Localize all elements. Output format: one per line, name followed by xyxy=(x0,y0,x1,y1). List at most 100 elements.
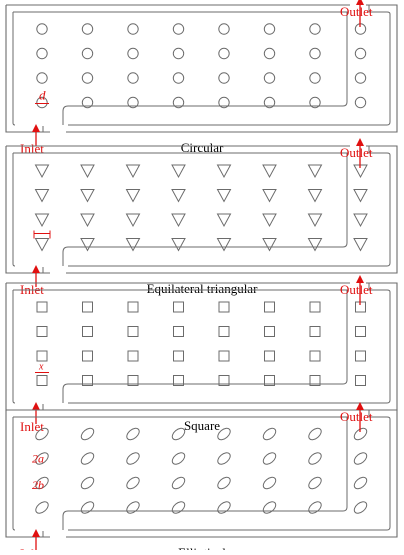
inner-boundary-right xyxy=(68,410,391,531)
pin-fin-circle xyxy=(127,72,139,84)
pin-fin-ellipse xyxy=(126,501,140,514)
pin-fin-circle xyxy=(81,47,94,60)
pin-fin-ellipse xyxy=(308,501,322,514)
pin-fin-ellipse xyxy=(308,452,322,465)
pin-fin-ellipse xyxy=(262,476,277,490)
pin-fin-triangle xyxy=(262,164,277,179)
pin-fin-triangle xyxy=(171,213,186,228)
pin-fin-ellipse xyxy=(217,501,231,514)
pin-fin-square xyxy=(127,326,139,337)
pin-fin-square xyxy=(127,350,139,362)
pin-fin-triangle xyxy=(216,189,232,203)
inner-boundary-top xyxy=(13,416,348,530)
pin-fin-ellipse xyxy=(80,501,95,514)
pin-fin-triangle xyxy=(307,213,323,228)
pin-fin-triangle xyxy=(171,164,186,179)
pin-fin-circle xyxy=(218,96,230,109)
pin-fin-ellipse xyxy=(353,427,368,441)
pin-fin-triangle xyxy=(34,238,50,252)
pin-fin-triangle xyxy=(125,238,141,252)
pin-fin-circle xyxy=(218,23,230,35)
pin-fin-ellipse xyxy=(35,427,49,441)
pin-fin-square xyxy=(36,301,48,313)
inner-boundary-left xyxy=(12,290,44,410)
pin-fin-square xyxy=(36,326,48,337)
pin-fin-square xyxy=(36,375,48,386)
pin-fin-circle xyxy=(263,72,276,84)
pin-fin-triangle xyxy=(262,213,277,228)
outlet-label: Outlet xyxy=(340,145,373,160)
inner-boundary-top xyxy=(13,11,348,125)
dimension-label-x: x xyxy=(38,362,44,373)
inner-boundary-left xyxy=(12,153,44,273)
pin-fin-ellipse xyxy=(262,427,277,441)
pin-fin-circle xyxy=(81,72,94,84)
pin-fin-square xyxy=(82,326,93,337)
dimension-label-2a: 2a xyxy=(32,452,44,466)
pin-fin-circle xyxy=(309,47,321,60)
outer-wall xyxy=(5,4,398,133)
pin-fin-triangle xyxy=(80,189,95,203)
pin-fin-circle xyxy=(81,96,94,109)
pin-fin-triangle xyxy=(80,164,95,179)
pin-fin-circle xyxy=(263,47,276,60)
dimension-label-2b: 2b xyxy=(32,478,44,492)
pin-fin-triangle xyxy=(171,189,186,203)
pin-fin-triangle xyxy=(125,164,141,179)
pin-fin-triangle xyxy=(34,213,50,228)
pin-fin-triangle xyxy=(353,213,368,228)
pin-fin-square xyxy=(218,350,230,362)
pin-fin-ellipse xyxy=(126,427,140,441)
outlet-label: Outlet xyxy=(340,409,373,424)
pin-fin-ellipse xyxy=(171,501,186,514)
pin-fin-square xyxy=(264,301,275,313)
pin-fin-circle xyxy=(218,72,230,84)
pin-fin-triangle xyxy=(216,213,232,228)
pin-fin-circle xyxy=(172,72,185,84)
inner-boundary-top xyxy=(13,152,348,266)
pin-fin-square xyxy=(309,301,321,313)
inner-boundary-right xyxy=(68,283,391,404)
dimension-label-d: d xyxy=(39,88,46,103)
inner-boundary-top xyxy=(13,289,348,403)
pin-fin-square xyxy=(36,350,48,362)
pin-fin-ellipse xyxy=(262,501,277,514)
outlet-label: Outlet xyxy=(340,4,373,19)
pin-fin-square xyxy=(355,326,366,337)
pin-fin-circle xyxy=(309,72,321,84)
pin-fin-square xyxy=(309,375,321,386)
pin-fin-square xyxy=(127,301,139,313)
pin-fin-ellipse xyxy=(80,427,95,441)
pin-fin-circle xyxy=(127,47,139,60)
pin-fin-circle xyxy=(309,23,321,35)
pin-fin-square xyxy=(264,375,275,386)
pin-fin-triangle xyxy=(216,238,232,252)
pin-fin-triangle xyxy=(80,213,95,228)
pin-fin-circle xyxy=(172,23,185,35)
pin-fin-ellipse xyxy=(80,452,95,465)
pin-fin-circle xyxy=(81,23,94,35)
panel-caption: Equilateral triangular xyxy=(147,281,258,296)
pin-fin-circle xyxy=(218,47,230,60)
pin-fin-triangle xyxy=(353,238,368,252)
outer-wall xyxy=(5,145,398,274)
pin-fin-square xyxy=(173,326,184,337)
pin-fin-ellipse xyxy=(35,452,49,465)
pin-fin-triangle xyxy=(307,238,323,252)
pin-fin-ellipse xyxy=(353,476,368,490)
pin-fin-ellipse xyxy=(308,427,322,441)
pin-fin-square xyxy=(264,326,275,337)
pin-fin-triangle xyxy=(307,164,323,179)
pin-fin-square xyxy=(218,326,230,337)
pin-fin-ellipse xyxy=(35,501,49,514)
panel-caption: Circular xyxy=(181,140,224,155)
pin-fin-square xyxy=(218,301,230,313)
pin-fin-triangle xyxy=(216,164,232,179)
pin-fin-triangle xyxy=(353,189,368,203)
pin-fin-square xyxy=(173,350,184,362)
pin-fin-ellipse xyxy=(353,501,368,514)
